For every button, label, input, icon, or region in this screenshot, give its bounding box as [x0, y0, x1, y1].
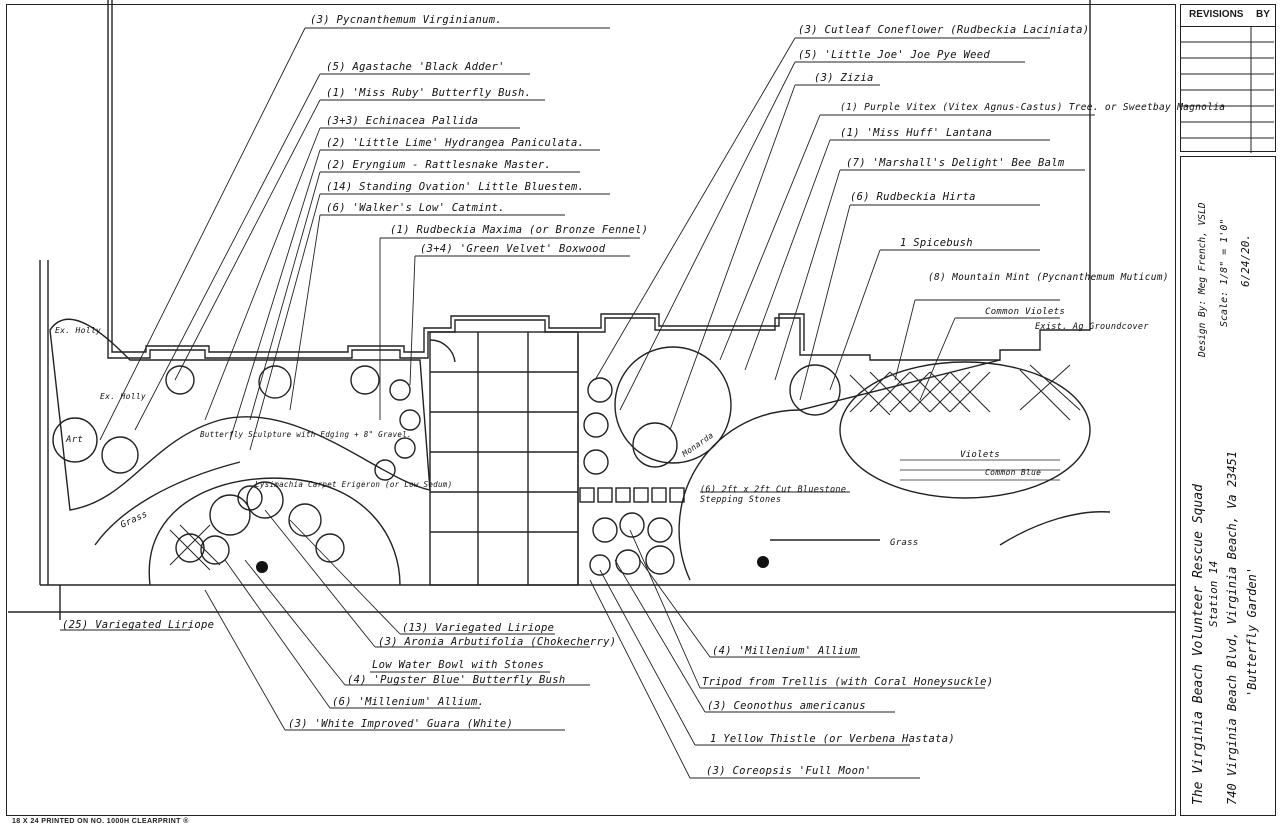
label-echinacea-pallida: (3+3) Echinacea Pallida	[326, 115, 479, 127]
title-address: 740 Virginia Beach Blvd, Virginia Beach,…	[1225, 450, 1239, 805]
title-block: The Virginia Beach Volunteer Rescue Squa…	[1180, 156, 1276, 816]
label-pycnanthemum-virginianum: (3) Pycnanthemum Virginianum.	[310, 14, 503, 26]
note-violets: Violets	[960, 450, 1001, 460]
title-designer: Design By: Meg French, VSLD	[1197, 202, 1208, 357]
label-variegated-liriope-13: (13) Variegated Liriope	[402, 622, 555, 634]
note-butterfly-sculpture: Butterfly Sculpture with Edging + 8" Gra…	[200, 430, 412, 439]
title-scale: Scale: 1/8" = 1'0"	[1219, 218, 1230, 327]
note-grass-right: Grass	[890, 538, 919, 548]
label-purple-vitex: (1) Purple Vitex (Vitex Agnus-Castus) Tr…	[840, 102, 1226, 113]
title-project: The Virginia Beach Volunteer Rescue Squa…	[1191, 484, 1206, 805]
revisions-table: REVISIONS BY	[1180, 4, 1276, 153]
note-art: Art	[66, 435, 84, 445]
label-little-bluestem: (14) Standing Ovation' Little Bluestem.	[326, 181, 585, 193]
label-pugster-blue: (4) 'Pugster Blue' Butterfly Bush	[347, 674, 566, 686]
paper-footer: 18 X 24 PRINTED ON NO. 1000H CLEARPRINT …	[12, 818, 189, 825]
label-millenium-allium-6: (6) 'Millenium' Allium.	[332, 696, 485, 708]
label-yellow-thistle: 1 Yellow Thistle (or Verbena Hastata)	[710, 733, 955, 745]
label-agastache: (5) Agastache 'Black Adder'	[326, 61, 505, 73]
label-bee-balm: (7) 'Marshall's Delight' Bee Balm	[846, 157, 1065, 169]
label-rudbeckia-maxima: (1) Rudbeckia Maxima (or Bronze Fennel)	[390, 224, 649, 236]
label-walkers-low-catmint: (6) 'Walker's Low' Catmint.	[326, 202, 505, 214]
label-eryngium: (2) Eryngium - Rattlesnake Master.	[326, 159, 552, 171]
title-date: 6/24/20.	[1239, 234, 1252, 287]
label-cutleaf-coneflower: (3) Cutleaf Coneflower (Rudbeckia Lacini…	[798, 24, 1090, 36]
note-stepping-stones: (6) 2ft x 2ft Cut Bluestone Stepping Sto…	[700, 485, 847, 505]
label-white-improved-guara: (3) 'White Improved' Guara (White)	[288, 718, 514, 730]
title-station: Station 14	[1207, 560, 1220, 627]
label-coreopsis: (3) Coreopsis 'Full Moon'	[706, 765, 872, 777]
label-miss-ruby-butterfly-bush: (1) 'Miss Ruby' Butterfly Bush.	[326, 87, 532, 99]
label-green-velvet-boxwood: (3+4) 'Green Velvet' Boxwood	[420, 243, 606, 255]
label-miss-huff-lantana: (1) 'Miss Huff' Lantana	[840, 127, 993, 139]
label-spicebush: 1 Spicebush	[900, 237, 973, 249]
note-lysimachia: Lysimachia Carpet Erigeron (or Low Sedum…	[255, 480, 453, 489]
label-low-water-bowl: Low Water Bowl with Stones	[372, 659, 545, 671]
note-ex-holly-2: Ex. Holly	[100, 392, 147, 401]
label-little-lime-hydrangea: (2) 'Little Lime' Hydrangea Paniculata.	[326, 137, 585, 149]
label-joe-pye-weed: (5) 'Little Joe' Joe Pye Weed	[798, 49, 991, 61]
revisions-grid	[1181, 27, 1274, 153]
label-common-violets: Common Violets	[985, 307, 1066, 317]
label-aronia-arbutifolia: (3) Aronia Arbutifolia (Chokecherry)	[378, 636, 617, 648]
label-ceonothus: (3) Ceonothus americanus	[707, 700, 866, 712]
label-variegated-liriope-25: (25) Variegated Liriope	[62, 619, 215, 631]
note-common-blue: Common Blue	[985, 468, 1042, 477]
label-millenium-allium-4: (4) 'Millenium' Allium	[712, 645, 858, 657]
label-existing-groundcover: Exist. Ag Groundcover	[1035, 322, 1149, 332]
label-zizia: (3) Zizia	[814, 72, 874, 84]
title-garden: 'Butterfly Garden'	[1245, 566, 1259, 697]
revisions-header: REVISIONS BY	[1181, 5, 1275, 27]
revisions-title: REVISIONS	[1189, 9, 1244, 20]
label-rudbeckia-hirta: (6) Rudbeckia Hirta	[850, 191, 976, 203]
label-mountain-mint: (8) Mountain Mint (Pycnanthemum Muticum)	[928, 272, 1169, 283]
revisions-by: BY	[1256, 9, 1270, 20]
note-ex-holly-1: Ex. Holly	[55, 326, 102, 335]
label-tripod-trellis: Tripod from Trellis (with Coral Honeysuc…	[702, 676, 994, 688]
drawing-frame	[6, 4, 1176, 816]
